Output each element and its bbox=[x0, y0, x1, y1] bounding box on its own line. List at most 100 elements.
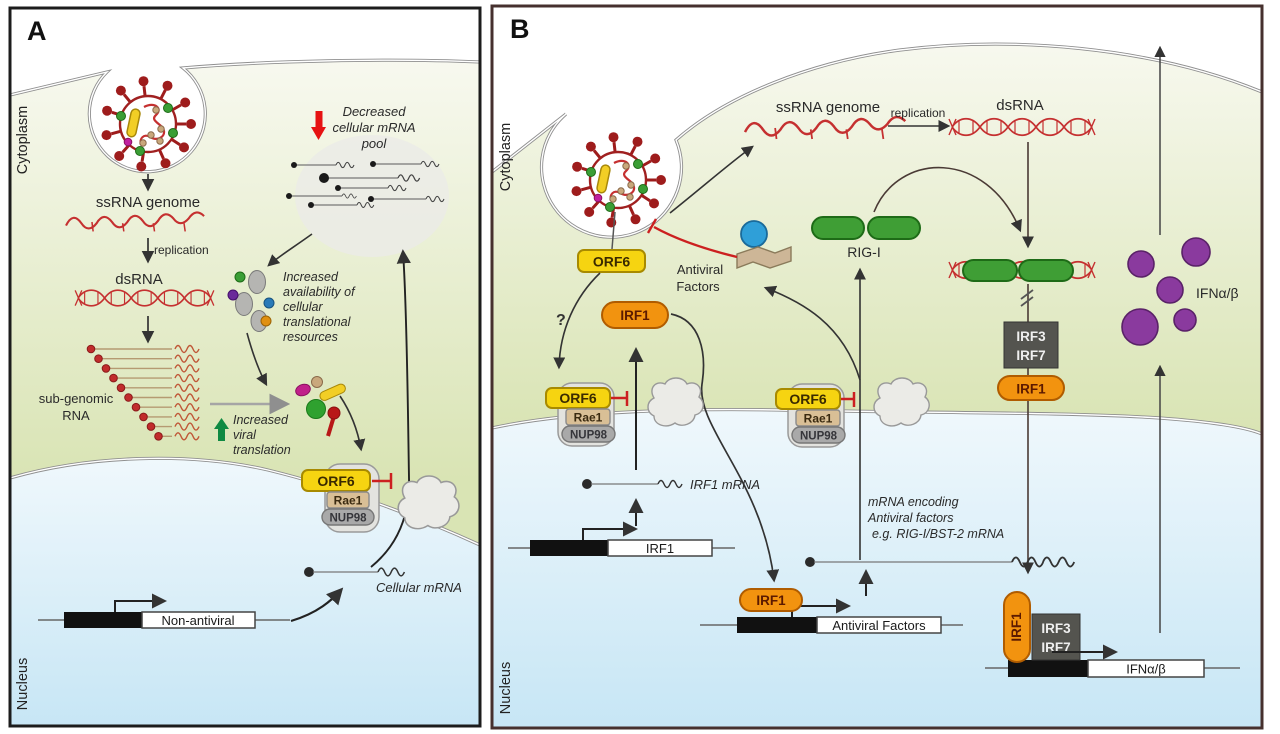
gene-promoter-box-a bbox=[64, 612, 142, 628]
mrna-encoding-line2: Antiviral factors bbox=[867, 511, 953, 525]
question-mark-label: ? bbox=[556, 312, 566, 329]
irf7-label-cyto: IRF7 bbox=[1016, 348, 1045, 363]
orf6-label-b1: ORF6 bbox=[559, 390, 597, 406]
cellular-mrna-label: Cellular mRNA bbox=[376, 580, 462, 595]
arrow-ribosomes-to-proteins bbox=[246, 332, 268, 387]
green-up-arrow-icon bbox=[214, 418, 229, 441]
irf3-label-nucleus: IRF3 bbox=[1041, 621, 1071, 636]
decreased-pool-line3: pool bbox=[361, 136, 388, 151]
panel-b: ORF6 ? ssRNA genome replication dsRNA RI… bbox=[490, 4, 1264, 730]
extracellular-region-b bbox=[493, 7, 1261, 238]
viral-translation-line1: Increased bbox=[233, 413, 289, 427]
ssrna-genome-label-b: ssRNA genome bbox=[776, 99, 880, 116]
irf37-box-cytoplasm bbox=[1003, 321, 1059, 369]
subgenomic-label-line1: sub-genomic bbox=[39, 391, 114, 406]
arrow-orf6-to-pore bbox=[553, 272, 601, 370]
antiviral-factors-line2: Factors bbox=[676, 279, 720, 294]
nup98-box-b1 bbox=[561, 425, 616, 443]
availability-line3: cellular bbox=[283, 300, 323, 314]
viral-translation-line3: translation bbox=[233, 443, 291, 457]
nup98-label-b2: NUP98 bbox=[800, 431, 838, 443]
nonantiviral-gene-label: Non-antiviral bbox=[162, 613, 235, 628]
orf6-box-b-virus bbox=[577, 249, 646, 273]
ifn-gene-label: IFNα/β bbox=[1126, 662, 1166, 677]
gene-irf1: IRF1 bbox=[508, 521, 735, 557]
rae1-box-b1 bbox=[565, 408, 611, 426]
red-down-arrow-icon bbox=[311, 111, 326, 140]
dsrna-label-b: dsRNA bbox=[996, 97, 1044, 114]
panel-b-label: B bbox=[510, 14, 530, 44]
irf1-pill-cytoplasm bbox=[601, 301, 669, 329]
irf1-label-cytoplasm: IRF1 bbox=[620, 308, 650, 323]
cytoplasm-label-b: Cytoplasm bbox=[498, 123, 514, 192]
nup98-box-a bbox=[321, 508, 375, 526]
ifn-protein-label: IFNα/β bbox=[1196, 285, 1239, 301]
replication-label-b: replication bbox=[891, 106, 946, 120]
irf1-mrna-label: IRF1 mRNA bbox=[690, 477, 760, 492]
arrow-proteins-to-orf6 bbox=[339, 395, 366, 452]
virus-orf6-link bbox=[611, 211, 616, 250]
gene-nonantiviral: Non-antiviral bbox=[38, 593, 290, 629]
arrow-mrna-to-antiviral-factors bbox=[763, 285, 861, 381]
inhibition-antiviral-to-virus bbox=[646, 218, 738, 259]
plasma-membrane-b bbox=[493, 42, 1261, 239]
availability-line4: translational bbox=[283, 315, 352, 329]
antiviral-gene-label: Antiviral Factors bbox=[832, 618, 926, 633]
availability-line2: availability of bbox=[283, 285, 356, 299]
nup98-label-a: NUP98 bbox=[329, 513, 367, 525]
cellular-mrna-icon bbox=[304, 567, 406, 577]
nucleus-label-b: Nucleus bbox=[498, 662, 514, 714]
arrow-gene-to-mrna-a bbox=[290, 587, 344, 623]
plasma-membrane-a bbox=[11, 58, 479, 174]
orf6-box-b1 bbox=[545, 387, 611, 409]
arrow-mrna-export-blocked bbox=[370, 249, 411, 568]
antiviral-mrna-icon bbox=[805, 556, 1076, 568]
inhibition-tbar-a bbox=[372, 473, 393, 489]
signal-break-icon bbox=[1020, 289, 1034, 307]
dsrna-rigi-complex-icon bbox=[948, 259, 1096, 282]
subgenomic-label-line2: RNA bbox=[62, 408, 90, 423]
nup98-box-b2 bbox=[791, 426, 846, 444]
orf6-label-b-virus: ORF6 bbox=[593, 254, 631, 270]
rigi-label: RIG-I bbox=[847, 244, 880, 260]
cytoplasm-label-a: Cytoplasm bbox=[15, 106, 31, 175]
inhibition-tbar-b1 bbox=[611, 391, 629, 406]
decreased-pool-line2: cellular mRNA bbox=[332, 120, 415, 135]
arrow-rigi-to-complex bbox=[873, 166, 1022, 233]
nucleus-label-a: Nucleus bbox=[15, 658, 31, 710]
promoter-arrow-irf1 bbox=[582, 521, 638, 540]
orf6-box-b2 bbox=[775, 388, 841, 410]
antiviral-factors-line1: Antiviral bbox=[677, 262, 723, 277]
nup98-label-b1: NUP98 bbox=[570, 430, 608, 442]
ifn-protein-cluster-icon bbox=[1121, 237, 1211, 346]
subgenomic-rna-icon bbox=[86, 344, 200, 441]
viral-translation-line2: viral bbox=[233, 428, 257, 442]
orf6-label-a: ORF6 bbox=[317, 473, 355, 489]
replication-label-a: replication bbox=[154, 243, 209, 257]
orf6-label-b2: ORF6 bbox=[789, 391, 827, 407]
viral-proteins-icon bbox=[295, 376, 346, 437]
irf1-pill-vertical bbox=[1003, 591, 1031, 663]
irf1-pill-nucleus bbox=[739, 588, 803, 612]
irf1-mrna-icon bbox=[582, 479, 683, 489]
irf1-label-under-irf37: IRF1 bbox=[1016, 382, 1046, 397]
mrna-pool-icon bbox=[286, 160, 445, 208]
antiviral-factors-icon bbox=[736, 220, 792, 270]
nucleus-region-b bbox=[493, 409, 1261, 727]
promoter-arrow-a bbox=[114, 593, 167, 612]
ssrna-genome-label-a: ssRNA genome bbox=[96, 194, 200, 211]
gene-antiviral-factors: Antiviral Factors bbox=[700, 598, 963, 634]
irf3-label-cyto: IRF3 bbox=[1016, 329, 1046, 344]
arrow-pool-to-ribosomes bbox=[267, 233, 313, 267]
rae1-box-a bbox=[326, 491, 370, 509]
gene-ifn: IFNα/β bbox=[985, 659, 1240, 678]
ribosome-cluster-icon bbox=[227, 270, 275, 332]
availability-line5: resources bbox=[283, 330, 338, 344]
mrna-encoding-line3: e.g. RIG-I/BST-2 mRNA bbox=[872, 527, 1004, 541]
dsrna-label-a: dsRNA bbox=[115, 271, 163, 288]
irf1-label-nucleus: IRF1 bbox=[756, 593, 786, 608]
irf1-gene-label: IRF1 bbox=[646, 541, 674, 556]
rigi-icon bbox=[811, 216, 921, 240]
